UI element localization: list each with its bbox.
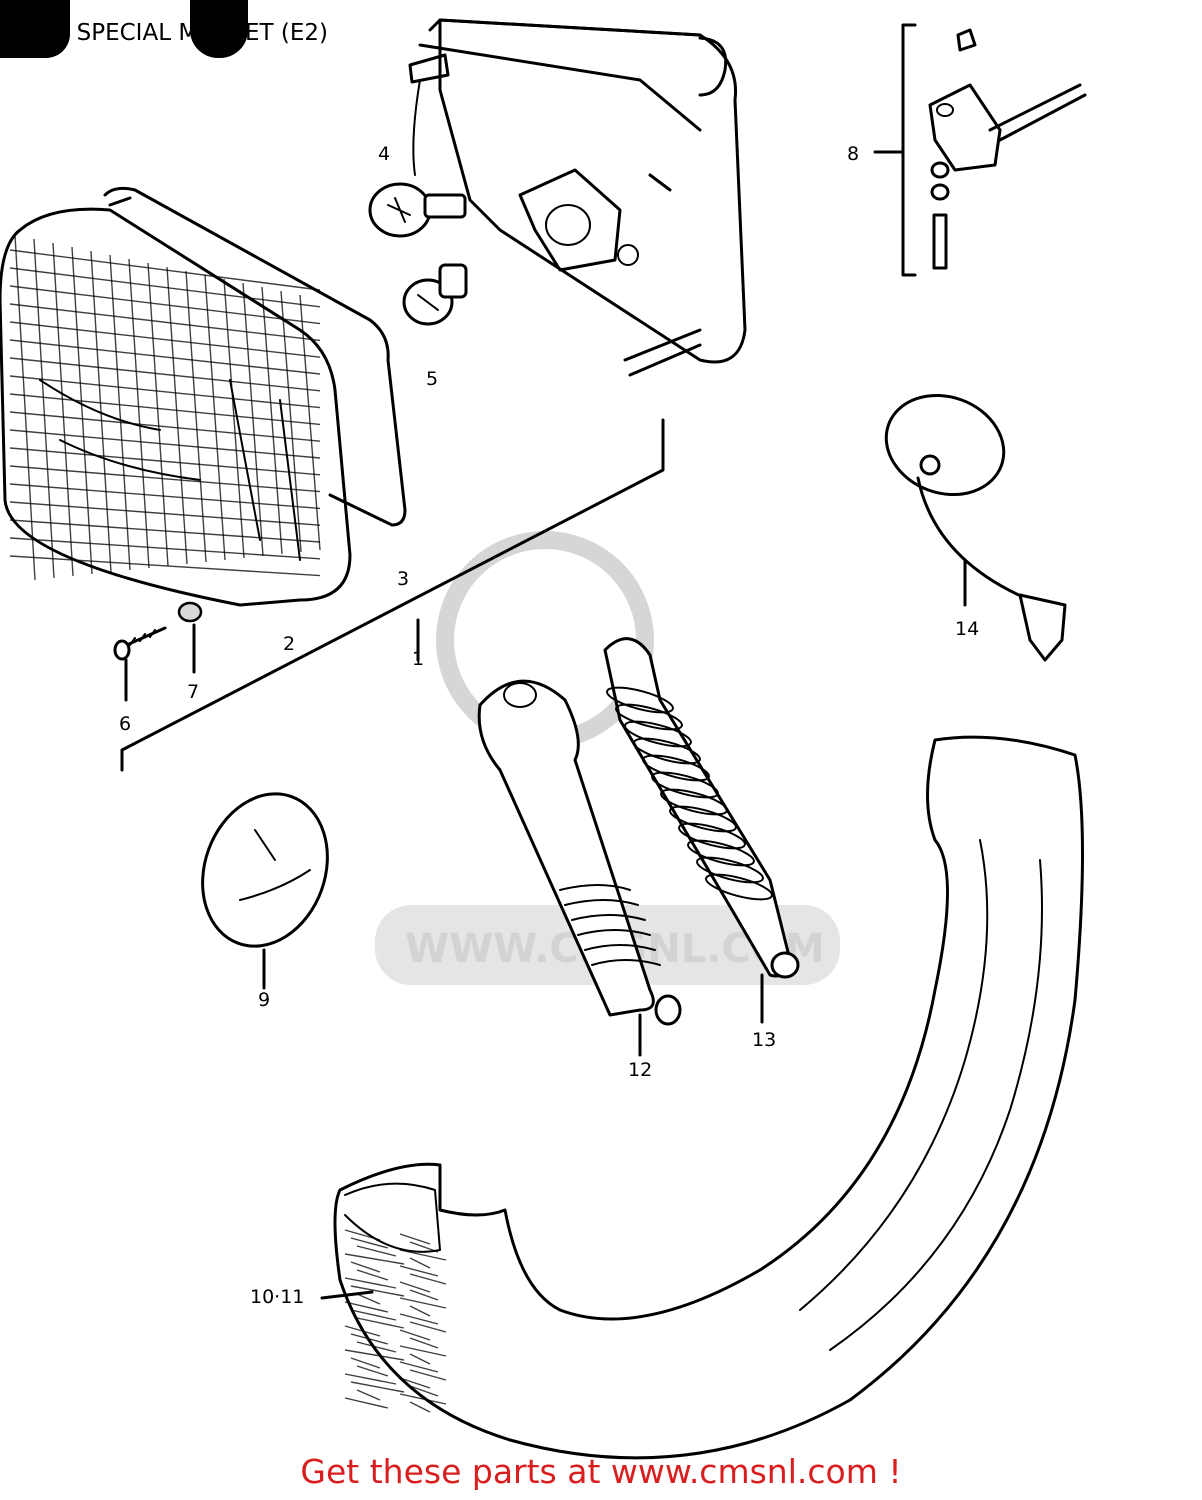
lamp-housing bbox=[408, 18, 747, 377]
callout-1: 1 bbox=[412, 648, 424, 670]
callout-8: 8 bbox=[847, 143, 859, 165]
callout-2: 2 bbox=[283, 633, 295, 655]
callout-5: 5 bbox=[426, 368, 438, 390]
rear-shock-12 bbox=[477, 679, 682, 1057]
reflector-9 bbox=[201, 792, 329, 990]
assembly-bracket-1 bbox=[120, 418, 665, 772]
callout-6: 6 bbox=[119, 713, 131, 735]
rear-fender-10-11 bbox=[320, 735, 1084, 1460]
callout-labels: 4 5 3 2 1 6 7 8 14 9 12 13 10·11 bbox=[119, 143, 979, 1308]
callout-7: 7 bbox=[187, 681, 199, 703]
page-corner-mark bbox=[190, 0, 248, 58]
callout-14: 14 bbox=[955, 618, 979, 640]
page-corner-mark bbox=[0, 0, 70, 58]
mirror-14 bbox=[884, 393, 1067, 662]
lamp-gasket bbox=[103, 186, 407, 527]
callout-10-11: 10·11 bbox=[250, 1286, 304, 1308]
callout-13: 13 bbox=[752, 1029, 776, 1051]
bulb-4 bbox=[368, 182, 467, 238]
diagram-title: FOR SPECIAL MARKET (E2) bbox=[22, 20, 328, 46]
screw-6 bbox=[113, 626, 167, 702]
mounting-hardware-8 bbox=[873, 23, 1087, 277]
parts-link-banner[interactable]: Get these parts at www.cmsnl.com ! bbox=[300, 1452, 902, 1491]
cap-7 bbox=[177, 601, 203, 674]
callout-3: 3 bbox=[397, 568, 409, 590]
callout-12: 12 bbox=[628, 1059, 652, 1081]
callout-4: 4 bbox=[378, 143, 390, 165]
callout-9: 9 bbox=[258, 989, 270, 1011]
rear-shock-13 bbox=[603, 637, 800, 1024]
tail-lamp-lens bbox=[0, 207, 352, 607]
bulb-5 bbox=[402, 263, 468, 326]
